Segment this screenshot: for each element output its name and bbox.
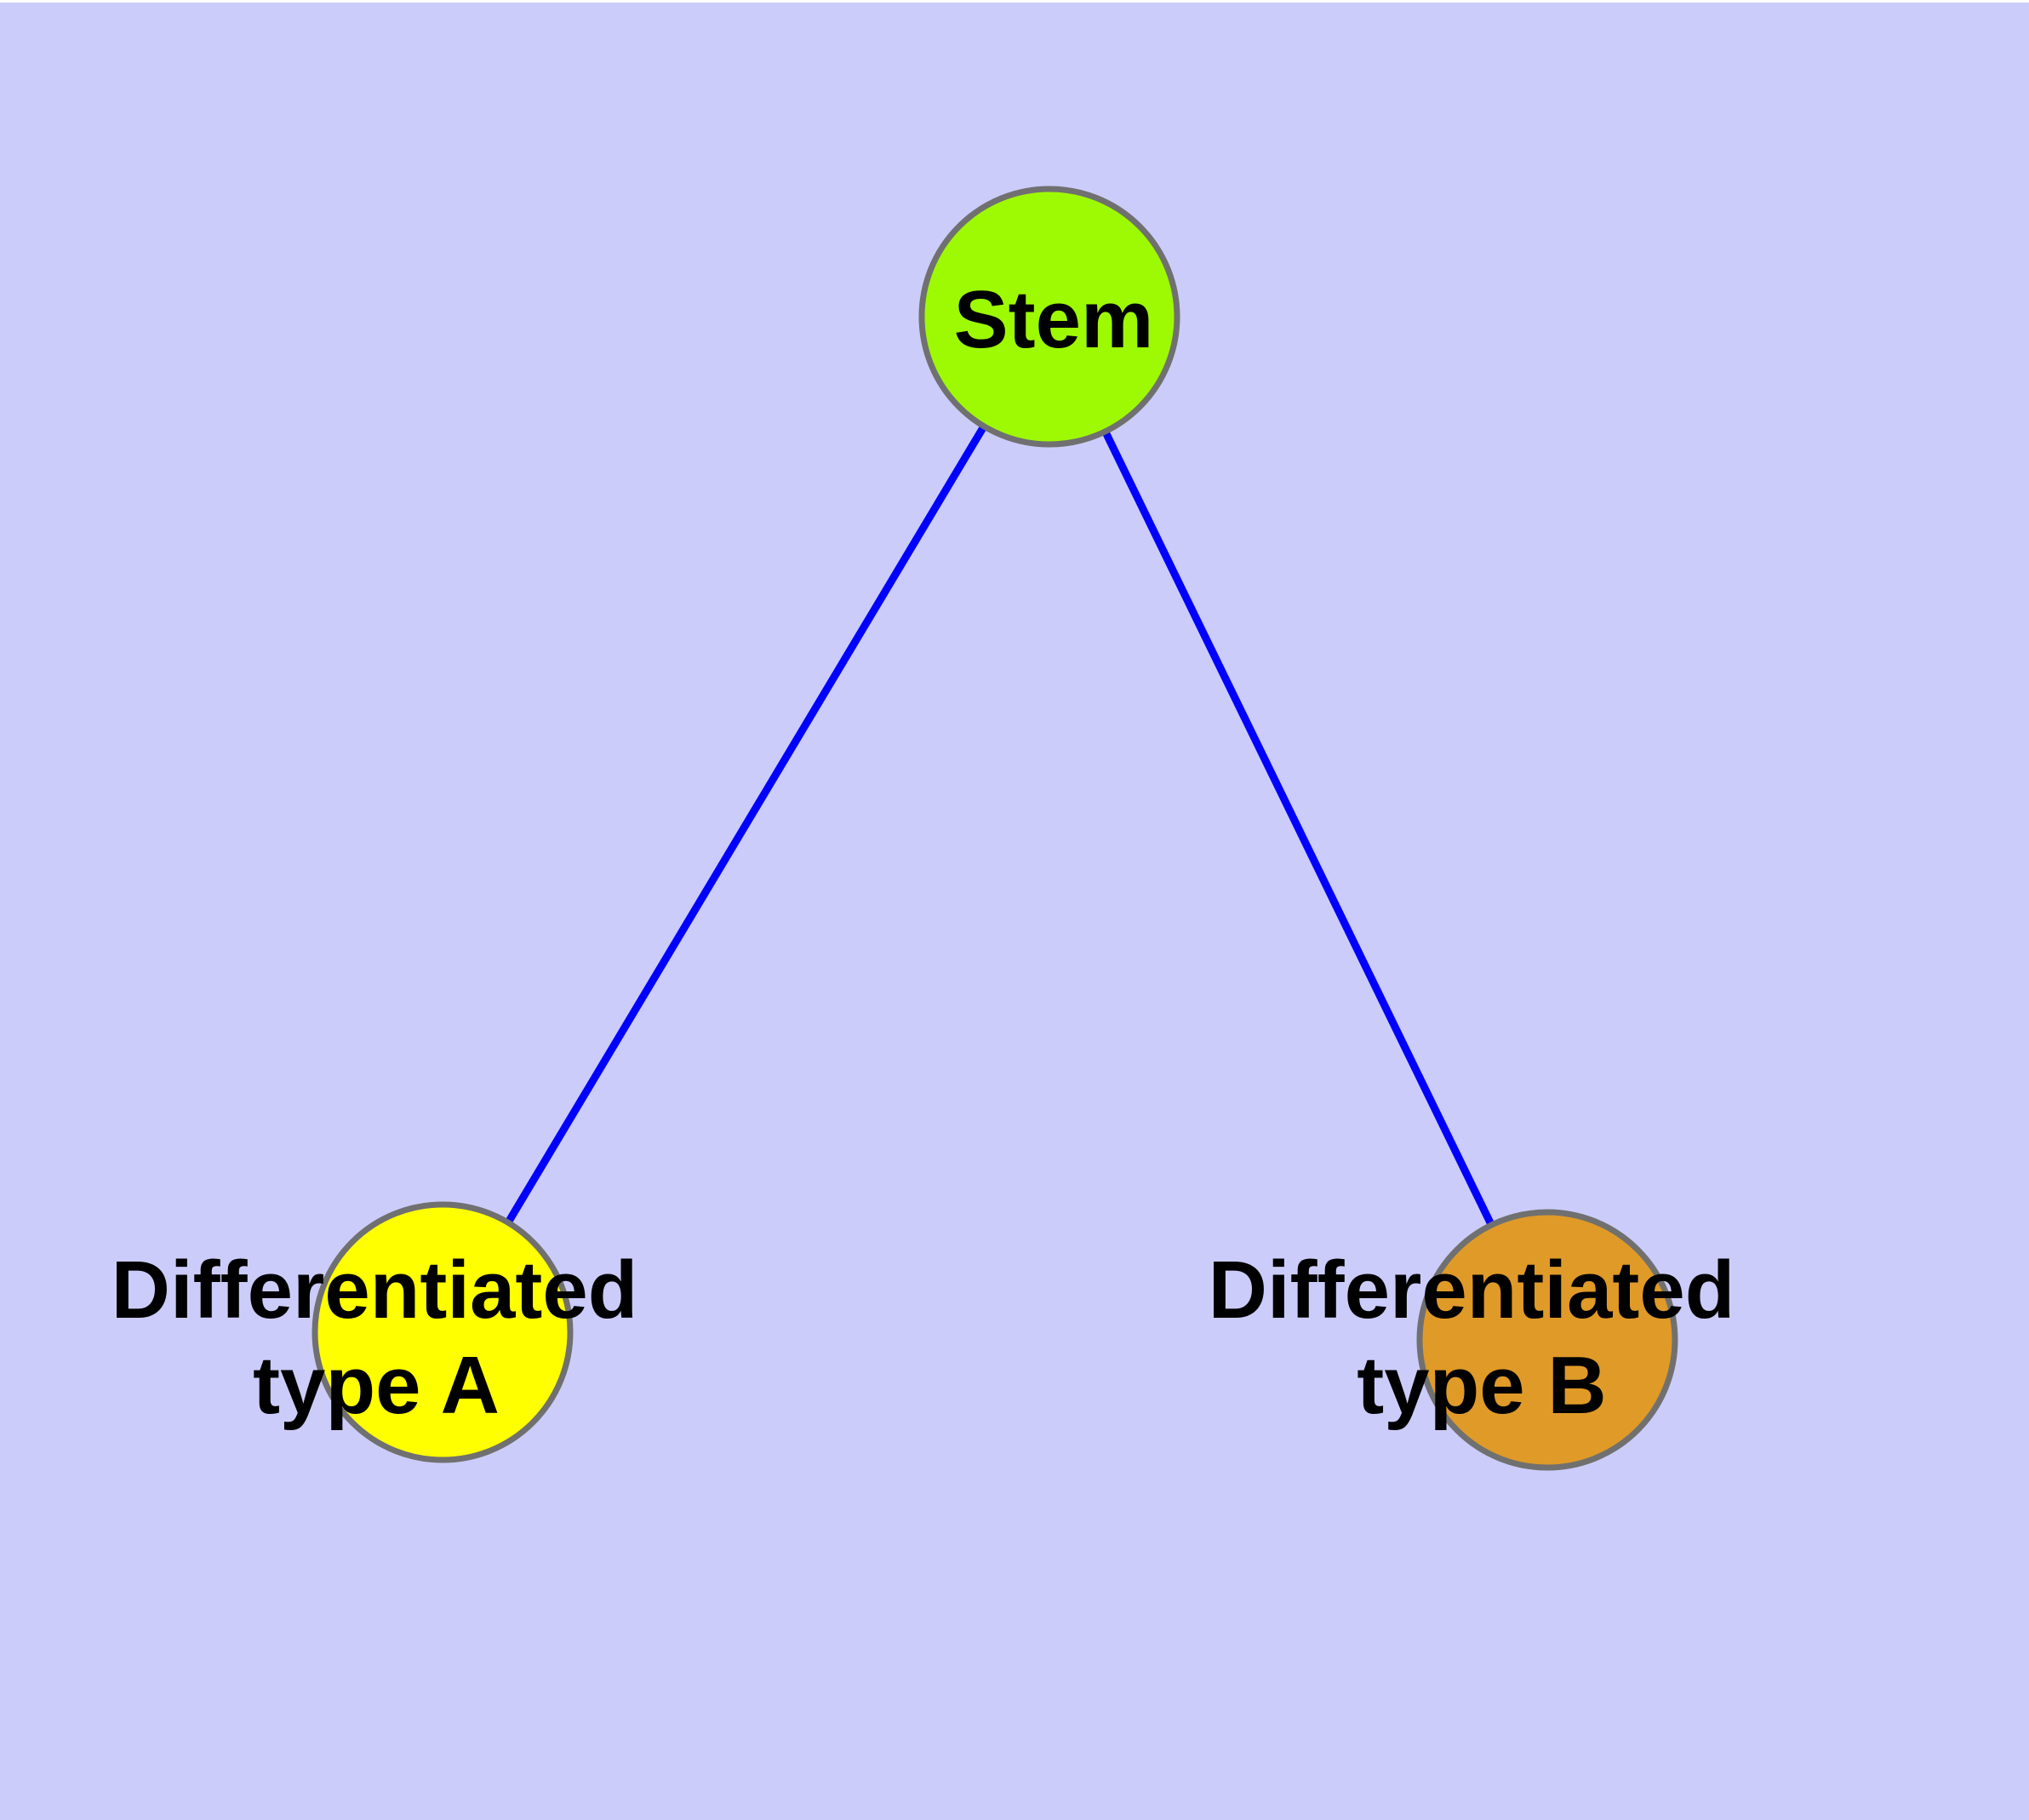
node-type-a[interactable] bbox=[311, 1201, 574, 1463]
node-type-b-label-line1: Differentiated bbox=[1209, 1245, 1735, 1336]
node-type-b[interactable] bbox=[1416, 1209, 1678, 1471]
node-stem-label: Stem bbox=[954, 274, 1154, 365]
node-type-a-label-line2: type A bbox=[253, 1340, 500, 1431]
node-type-a-circle[interactable] bbox=[311, 1201, 574, 1463]
node-label-layer: Stem Differentiated type A Differentiate… bbox=[111, 274, 1735, 1431]
node-layer bbox=[311, 186, 1678, 1471]
edge-stem-to-type-a[interactable] bbox=[439, 314, 1053, 1335]
node-stem-circle[interactable] bbox=[918, 186, 1180, 448]
node-type-a-label-line1: Differentiated bbox=[111, 1245, 638, 1336]
node-stem[interactable] bbox=[918, 186, 1180, 448]
edge-stem-to-type-b[interactable] bbox=[1045, 315, 1552, 1342]
edge-layer bbox=[439, 314, 1552, 1342]
node-type-b-circle[interactable] bbox=[1416, 1209, 1678, 1471]
node-type-b-label-line2: type B bbox=[1357, 1340, 1606, 1431]
